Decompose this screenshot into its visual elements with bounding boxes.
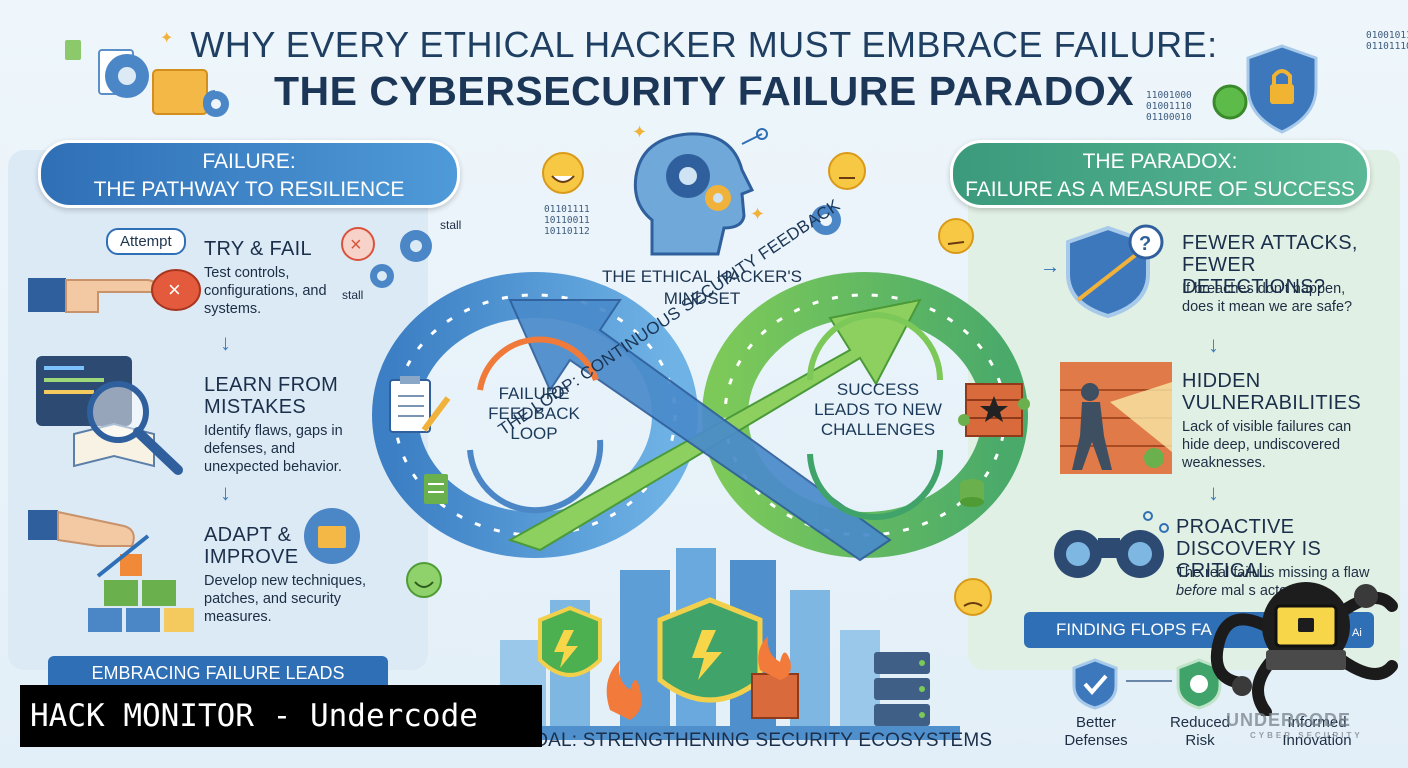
octopus-hacker-logo: Ai <box>1210 582 1398 716</box>
brick-wall-bugs-icon <box>958 383 1030 437</box>
step-try-fail-heading: TRY & FAIL <box>204 238 312 260</box>
document-icon <box>424 474 448 504</box>
arrow-down-icon: ↓ <box>1208 480 1219 505</box>
arrow-down-icon: ↓ <box>1208 332 1219 357</box>
svg-text:×: × <box>168 277 181 302</box>
hack-monitor-banner: HACK MONITOR - Undercode <box>20 685 542 747</box>
stalled-gears-icon: × <box>341 227 432 288</box>
item-proactive-heading: PROACTIVE DISCOVERY IS CRITICAL <box>1176 516 1322 582</box>
building-blocks-icon <box>28 510 194 632</box>
clipboard-pencil-icon <box>389 376 451 433</box>
connector-line <box>1126 680 1172 682</box>
arrow-down-icon: ↓ <box>220 480 231 505</box>
arrow-down-icon: ↓ <box>220 330 231 355</box>
gear-icon <box>203 91 229 117</box>
right-panel <box>968 150 1400 670</box>
ultimate-goal-text: ULTIMATE GOAL: STRENGTHENING SECURITY EC… <box>420 730 993 751</box>
item-fewer-attacks-text: If breaches don't happen, does it mean w… <box>1182 281 1353 315</box>
item-fewer-attacks-heading: FEWER ATTACKS, FEWER DETECTIONS? <box>1182 232 1358 298</box>
files-gear-icon <box>65 40 215 115</box>
neutral-face-icon <box>828 152 866 190</box>
annoyed-face-icon <box>938 218 974 254</box>
arrow-right-icon: → <box>1040 256 1060 278</box>
mindset-label: THE ETHICAL HACKER'S MINDSET <box>601 267 803 308</box>
smiling-face-icon <box>542 152 584 194</box>
stall-label-1: stall <box>440 218 462 232</box>
worried-face-icon <box>954 578 992 616</box>
shield-question-icon: ? <box>1066 224 1164 319</box>
hand-press-button-icon: × <box>28 269 201 313</box>
shield-lock-icon <box>1212 44 1318 134</box>
item-hidden-vuln-text: Lack of visible failures can hide deep, … <box>1182 419 1352 471</box>
attempt-bubble: Attempt <box>106 228 186 255</box>
magnifier-code-icon <box>36 356 183 475</box>
step-try-fail-text: Test controls, configurations, and syste… <box>204 265 327 317</box>
outcome-reduced-risk: Reduced Risk <box>1169 714 1231 749</box>
undercode-watermark: UNDERCODE CYBER SECURITY <box>1226 710 1363 740</box>
city-skyline-illustration <box>440 548 960 740</box>
gear-icon <box>811 205 841 235</box>
step-adapt-text: Develop new techniques, patches, and sec… <box>204 573 367 625</box>
item-hidden-vuln-heading: HIDDEN VULNERABILITIES <box>1182 370 1362 414</box>
success-loop-label: SUCCESS LEADS TO NEW CHALLENGES <box>814 380 942 439</box>
brain-head-gears-icon <box>633 128 768 256</box>
smiling-face-icon <box>406 562 442 598</box>
gear-folder-icon <box>304 508 360 564</box>
database-icon <box>960 479 984 507</box>
step-learn-text: Identify flaws, gaps in defenses, and un… <box>204 423 343 475</box>
shield-check-icon <box>1072 658 1118 710</box>
binoculars-icon <box>1054 511 1169 578</box>
step-adapt-heading: ADAPT & IMPROVE <box>204 524 299 568</box>
sparkle-icon: ✦ <box>750 204 766 224</box>
step-learn-heading: LEARN FROM MISTAKES <box>204 374 339 418</box>
left-banner: FAILURE: THE PATHWAY TO RESILIENCE <box>38 140 460 208</box>
sparkle-icon: ✦ <box>632 122 648 142</box>
hidden-intruder-wall-icon <box>1060 362 1172 474</box>
title-line-1: WHY EVERY ETHICAL HACKER MUST EMBRACE FA… <box>190 24 1218 65</box>
failure-loop-label: FAILURE FEEDBACK LOOP <box>488 384 580 443</box>
right-banner: THE PARADOX: FAILURE AS A MEASURE OF SUC… <box>950 140 1370 208</box>
stall-label-2: stall <box>342 288 364 302</box>
svg-text:?: ? <box>1139 233 1151 255</box>
sparkle-icon: ✦ <box>160 30 174 47</box>
shield-gear-icon <box>1176 658 1222 710</box>
svg-text:Ai: Ai <box>1352 627 1362 639</box>
outcome-informed-innovation: Informed Innovation <box>1282 714 1352 749</box>
left-footer-banner: EMBRACING FAILURE LEADS <box>48 656 388 690</box>
title-line-2: THE CYBERSECURITY FAILURE PARADOX <box>273 68 1135 114</box>
svg-text:×: × <box>350 234 362 256</box>
outcome-better-defenses: Better Defenses <box>1064 714 1128 749</box>
